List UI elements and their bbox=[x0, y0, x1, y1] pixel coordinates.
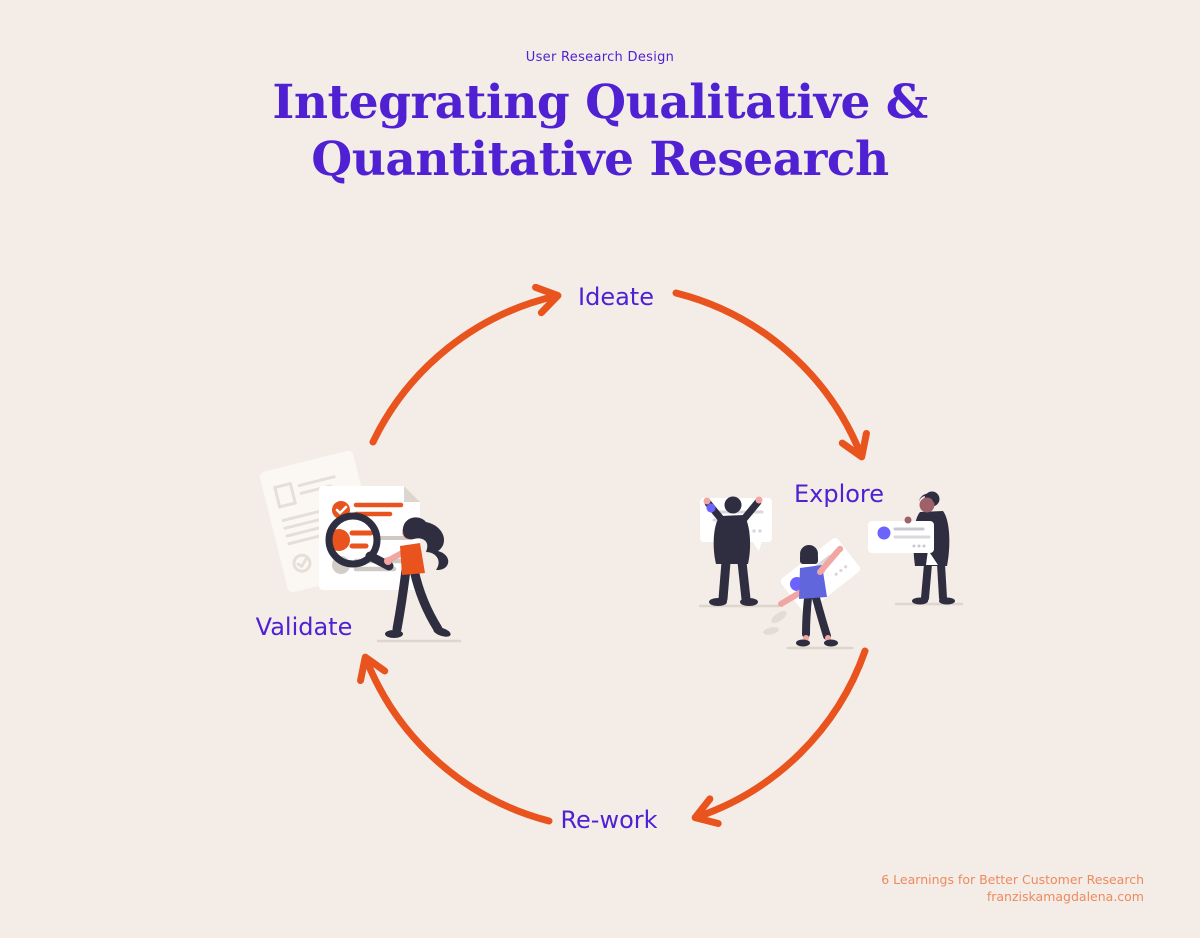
validate-illustration bbox=[259, 450, 462, 643]
footer-credit: 6 Learnings for Better Customer Research… bbox=[881, 871, 1144, 905]
footer-url: franziskamagdalena.com bbox=[986, 889, 1144, 904]
page-title-line2: Quantitative Research bbox=[311, 132, 889, 187]
footer-credit-line: 6 Learnings for Better Customer Research bbox=[881, 872, 1144, 887]
step-label-explore: Explore bbox=[793, 480, 885, 508]
eyebrow-text: User Research Design bbox=[525, 50, 675, 65]
arrow-rework-to-validate-icon bbox=[357, 653, 553, 825]
page-title-line1: Integrating Qualitative & bbox=[272, 75, 928, 130]
step-label-ideate: Ideate bbox=[578, 283, 654, 311]
explore-illustration bbox=[698, 491, 964, 650]
arrow-ideate-to-explore-icon bbox=[672, 289, 870, 461]
step-label-validate: Validate bbox=[255, 613, 353, 641]
step-label-rework: Re-work bbox=[560, 806, 658, 834]
man-holding-card-figure bbox=[868, 491, 964, 606]
woman-holding-card-figure bbox=[763, 538, 861, 650]
arrow-validate-to-ideate-icon bbox=[369, 283, 562, 446]
researcher-woman-figure bbox=[376, 517, 462, 643]
arrow-explore-to-rework-icon bbox=[691, 647, 869, 828]
page-title: Integrating Qualitative & Quantitative R… bbox=[0, 74, 1200, 188]
man-writing-on-board-figure bbox=[698, 496, 780, 608]
